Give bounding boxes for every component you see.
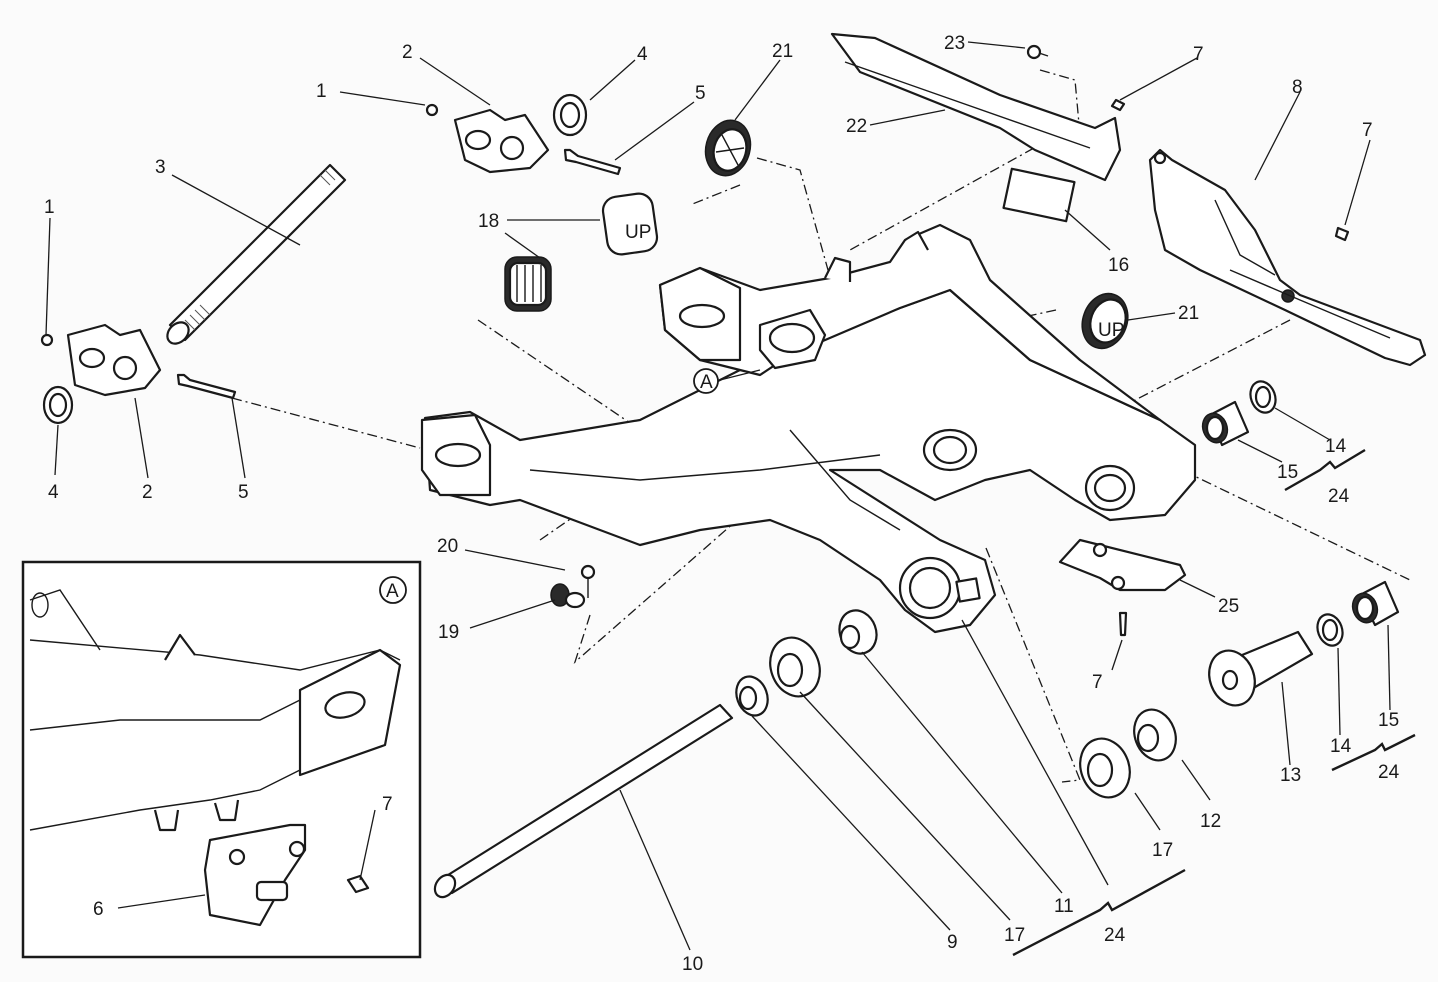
callout-14: 14 <box>1325 436 1347 457</box>
plug-18-grille <box>504 256 552 312</box>
callout-20: 20 <box>437 536 458 557</box>
pivot-sleeve-13 <box>1208 630 1314 707</box>
callout-7: 7 <box>382 794 393 815</box>
brace-24-upper <box>1284 448 1366 492</box>
callout-1: 1 <box>316 81 327 102</box>
seal-14-lower <box>1316 613 1344 647</box>
adjuster-top <box>425 93 622 176</box>
plug-21-right: UP <box>1081 292 1129 350</box>
callout-15: 15 <box>1378 710 1399 731</box>
brace-24-lower-left <box>1012 868 1186 957</box>
plug-18-top: UP <box>601 192 659 256</box>
callout-4: 4 <box>637 44 648 65</box>
leader-lines <box>45 41 1391 951</box>
seal-14-upper <box>1249 380 1277 414</box>
cable-clip-19 <box>550 564 596 609</box>
callout-9: 9 <box>947 932 958 953</box>
callout-2: 2 <box>402 42 413 63</box>
callout-5: 5 <box>695 83 706 104</box>
callout-1: 1 <box>44 197 55 218</box>
chain-cover <box>1110 98 1427 367</box>
pivot-shaft-10 <box>433 703 734 899</box>
callout-14: 14 <box>1330 736 1352 757</box>
callout-2: 2 <box>142 482 153 503</box>
callout-7: 7 <box>1092 672 1103 693</box>
pivot-spacer-11 <box>838 609 878 655</box>
callout-25: 25 <box>1218 596 1239 617</box>
callout-21: 21 <box>1178 303 1199 324</box>
svg-text:UP: UP <box>625 222 651 243</box>
svg-text:UP: UP <box>1098 320 1124 341</box>
callout-21: 21 <box>772 41 793 62</box>
callout-5: 5 <box>238 482 249 503</box>
detail-a-marker: A <box>693 368 761 394</box>
brace-24-lower-right <box>1331 733 1416 772</box>
callout-24: 24 <box>1328 486 1350 507</box>
svg-text:A: A <box>386 581 399 602</box>
bearing-15-lower <box>1351 580 1400 627</box>
callout-labels: 1 2 4 5 21 23 7 8 22 7 3 1 18 16 21 4 2 … <box>44 33 1400 975</box>
chain-guard <box>830 32 1122 182</box>
callout-15: 15 <box>1277 462 1298 483</box>
axle-3 <box>166 163 347 345</box>
callout-22: 22 <box>846 116 867 137</box>
plug-21-top <box>704 119 752 177</box>
callout-24: 24 <box>1378 762 1400 783</box>
bracket-25 <box>1058 538 1187 637</box>
callout-19: 19 <box>438 622 459 643</box>
inset-a-marker: A <box>379 576 407 604</box>
bearing-15-upper <box>1201 400 1250 447</box>
pivot-seal-17-right <box>1079 737 1131 799</box>
pad-16 <box>1002 167 1076 223</box>
callout-11: 11 <box>1054 896 1074 917</box>
callout-16: 16 <box>1108 255 1129 276</box>
callout-6: 6 <box>93 899 104 920</box>
callout-10: 10 <box>682 954 703 975</box>
adjuster-bottom <box>40 323 237 425</box>
callout-13: 13 <box>1280 765 1301 786</box>
svg-text:A: A <box>700 372 713 393</box>
group-braces <box>1012 448 1416 957</box>
callout-3: 3 <box>155 157 166 178</box>
callout-17: 17 <box>1004 925 1025 946</box>
callout-18: 18 <box>478 211 499 232</box>
callout-24: 24 <box>1104 925 1126 946</box>
pivot-bushing-12 <box>1133 708 1177 762</box>
callout-17: 17 <box>1152 840 1173 861</box>
callout-4: 4 <box>48 482 59 503</box>
swingarm-body <box>420 223 1197 634</box>
pivot-seal-17-left <box>769 636 821 698</box>
pivot-bushing-9 <box>735 675 769 717</box>
callout-7: 7 <box>1193 44 1204 65</box>
inset-detail-a <box>21 560 422 959</box>
callout-12: 12 <box>1200 811 1221 832</box>
callout-8: 8 <box>1292 77 1303 98</box>
callout-7: 7 <box>1362 120 1373 141</box>
callout-23: 23 <box>944 33 965 54</box>
